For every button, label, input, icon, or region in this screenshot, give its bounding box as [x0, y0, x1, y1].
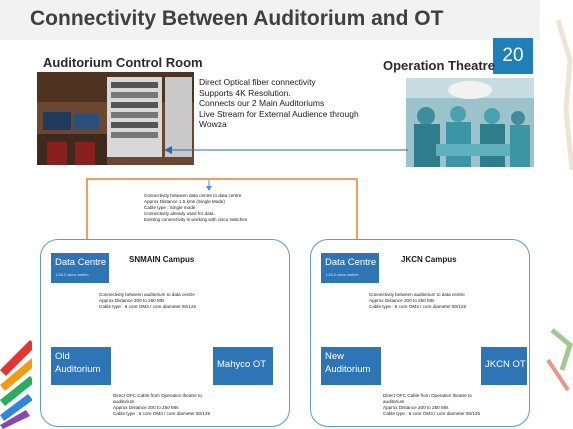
- note-line: Approx Distance 200 to 250 Mts: [113, 405, 179, 410]
- connection-arrow: [164, 146, 408, 154]
- campus-title: SNMAIN Campus: [129, 255, 195, 264]
- note-line: Cable type : 6 core OM3 / core diameter …: [113, 411, 211, 416]
- feature-item: Supports 4K Resolution.: [199, 87, 291, 98]
- ot-box: Mahyco OT: [213, 347, 273, 385]
- note-line: Existing connectivity is working with ci…: [144, 217, 248, 222]
- feature-item: Connects our 2 Main Auditoriums: [199, 98, 325, 108]
- snmain-campus: SNMAIN Campus Data Centre L3/L2 cisco sw…: [40, 239, 290, 427]
- note-line: auditorium: [383, 399, 405, 404]
- data-centre-box: Data Centre L3/L2 cisco switch: [321, 253, 379, 283]
- jkcn-campus: JKCN Campus Data Centre L3/L2 cisco swit…: [310, 239, 530, 427]
- slide-number-badge: 20: [493, 38, 533, 74]
- campus-title: JKCN Campus: [401, 255, 457, 264]
- note-line: Direct OFC Cable from Operation theatre …: [113, 393, 202, 398]
- note-line: Connectivity between data centre to data…: [144, 193, 242, 198]
- feature-item: Live Stream for External Audience throug…: [199, 108, 359, 119]
- auditorium-datacentre-note: Connectivity between auditorium to data …: [369, 292, 466, 310]
- feature-item: Direct Optical fiber connectivity: [199, 77, 316, 87]
- top-connectivity-note: Connectivity between data centre to data…: [144, 193, 247, 223]
- network-diagram: Connectivity between data centre to data…: [32, 176, 532, 427]
- note-line: Approx Distance 200 to 250 Mts: [369, 298, 435, 303]
- feature-item: Wowza: [199, 119, 227, 129]
- slide-title: Connectivity Between Auditorium and OT: [30, 7, 444, 30]
- auditorium-datacentre-note: Connectivity between auditorium to data …: [99, 292, 196, 310]
- note-line: Cable type : Single mode: [144, 205, 196, 210]
- ot-auditorium-note: Direct OFC Cable from Operation theatre …: [383, 393, 480, 417]
- note-line: Connectivity between auditorium to data …: [99, 292, 195, 297]
- new-auditorium-box: New Auditorium: [321, 347, 381, 385]
- box-label: Auditorium: [325, 364, 371, 375]
- box-label: JKCN OT: [485, 359, 526, 370]
- note-line: Connectivity between auditorium to data …: [369, 292, 465, 297]
- note-line: Cable type : 6 core OM3 / core diameter …: [99, 304, 197, 309]
- old-auditorium-box: Old Auditorium: [51, 347, 111, 385]
- ot-auditorium-note: Direct OFC Cable from Operation theatre …: [113, 393, 210, 417]
- box-label: Mahyco OT: [217, 359, 267, 370]
- feature-list: Direct Optical fiber connectivity Suppor…: [199, 77, 359, 130]
- note-line: auditorium: [113, 399, 135, 404]
- box-label: Data Centre: [55, 257, 107, 268]
- box-label: New: [325, 351, 345, 362]
- operation-theatre-heading: Operation Theatre: [383, 58, 495, 73]
- decorative-pencils: [0, 340, 37, 429]
- note-line: Approx Distance 1.5 kms (Single Mode): [144, 199, 225, 204]
- control-room-heading: Auditorium Control Room: [43, 55, 203, 70]
- box-sublabel: L3/L2 cisco switch: [56, 272, 89, 277]
- note-line: Cable type : 6 core OM3 / core diameter …: [369, 304, 467, 309]
- operation-theatre-photo: [406, 78, 534, 167]
- box-sublabel: L3/L2 cisco switch: [326, 272, 359, 277]
- decorative-brush-strokes: [540, 0, 573, 429]
- note-line: Approx Distance 200 to 250 Mts: [99, 298, 165, 303]
- ot-box: JKCN OT: [481, 347, 527, 385]
- note-line: Connectivity already used for data.: [144, 211, 215, 216]
- box-label: Data Centre: [325, 257, 377, 268]
- data-centre-box: Data Centre L3/L2 cisco switch: [51, 253, 109, 283]
- note-line: Direct OFC Cable from Operation theatre …: [383, 393, 472, 398]
- title-band: [0, 0, 573, 40]
- box-label: Auditorium: [55, 364, 101, 375]
- note-line: Cable type : 6 core OM3 / core diameter …: [383, 411, 481, 416]
- note-line: Approx Distance 200 to 250 Mts: [383, 405, 449, 410]
- box-label: Old: [55, 351, 70, 362]
